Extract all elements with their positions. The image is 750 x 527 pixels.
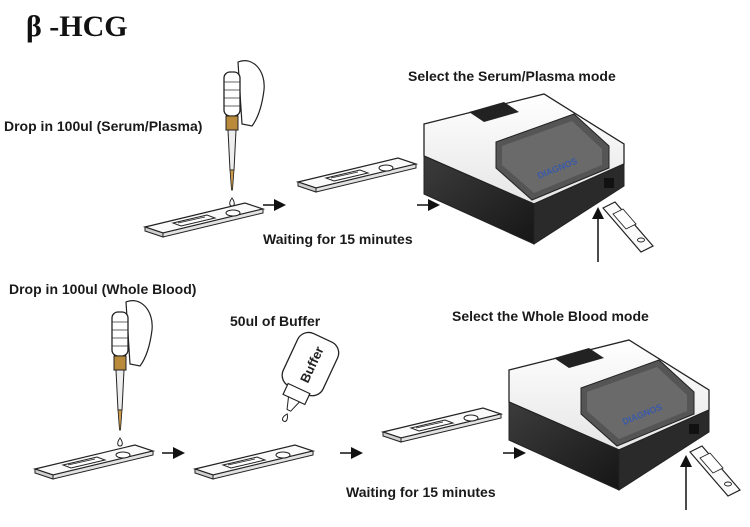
- blood-test-strip: [34, 444, 154, 480]
- serum-wait-label: Waiting for 15 minutes: [263, 231, 413, 247]
- blood-wait-label: Waiting for 15 minutes: [346, 484, 496, 500]
- blood-pipette: [111, 299, 153, 461]
- blood-insert-strip: [689, 445, 741, 497]
- serum-pipette: [223, 59, 265, 221]
- serum-waiting-strip: [297, 157, 417, 193]
- buffer-label: 50ul of Buffer: [230, 313, 321, 329]
- page-title: β -HCG: [26, 10, 128, 43]
- serum-insert-strip: [602, 201, 654, 253]
- serum-instruction: Drop in 100ul (Serum/Plasma): [4, 118, 203, 134]
- buffer-test-strip: [194, 444, 314, 480]
- buffer-bottle: Buffer: [281, 331, 340, 422]
- blood-mode-label: Select the Whole Blood mode: [452, 308, 649, 324]
- serum-test-strip: [144, 202, 264, 238]
- blood-waiting-strip: [382, 407, 502, 443]
- serum-analyzer-device: DIAGNOS: [423, 93, 625, 245]
- serum-mode-label: Select the Serum/Plasma mode: [408, 68, 616, 84]
- blood-instruction: Drop in 100ul (Whole Blood): [9, 281, 197, 297]
- blood-analyzer-device: DIAGNOS: [508, 339, 710, 491]
